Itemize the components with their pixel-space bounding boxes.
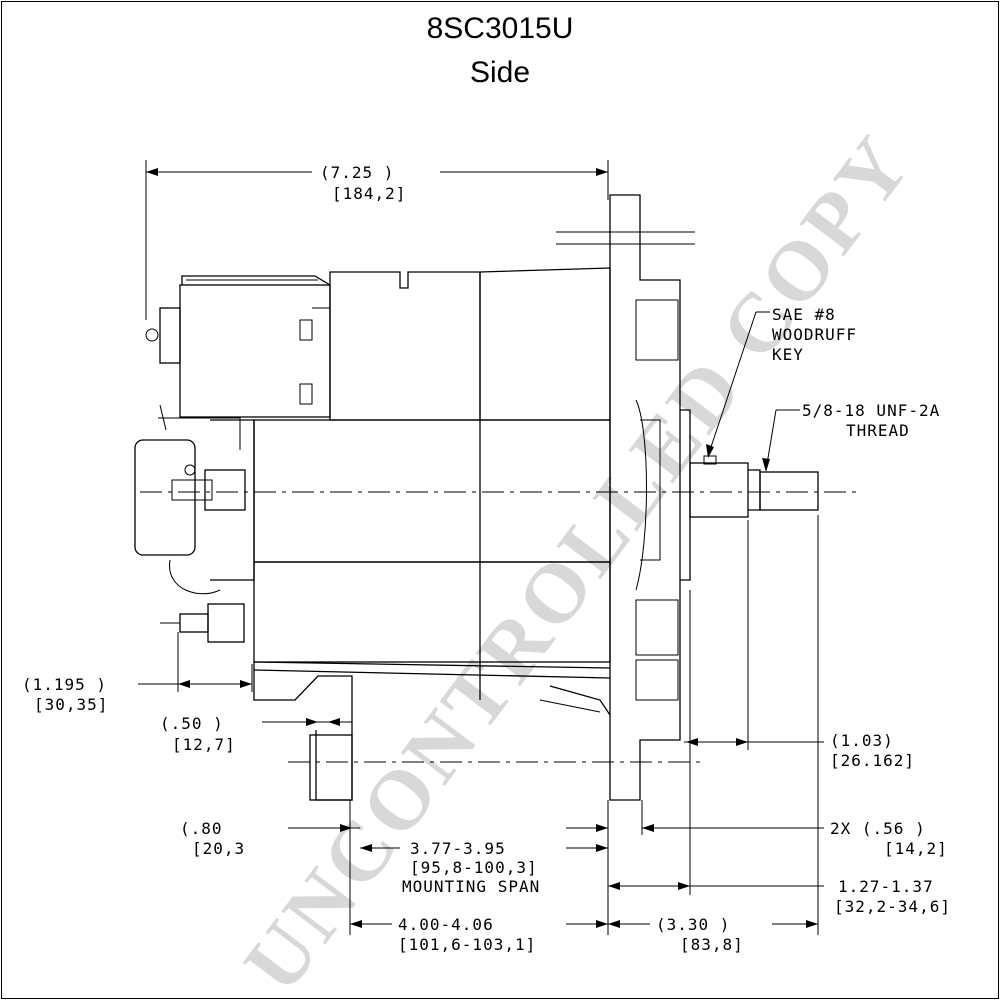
flange-holes-inch: 2X (.56 ) (830, 819, 926, 838)
output-terminal-stud (179, 613, 209, 633)
flange-to-hub-mm: [32,2-34,6] (834, 897, 951, 916)
shaft-to-pulley-mm: [26.162] (830, 751, 915, 770)
woodruff-key-label-3: KEY (772, 345, 804, 364)
mounting-foot (253, 662, 353, 801)
foot-width-mm: [12,7] (172, 735, 236, 754)
terminal-offset-mm: [30,35] (34, 695, 108, 714)
thread-label-1: 5/8-18 UNF-2A (802, 401, 940, 420)
thread-label-2: THREAD (846, 421, 910, 440)
foot-width-inch: (.50 ) (160, 714, 224, 733)
front-flange (609, 194, 681, 801)
shaft-length-mm: [83,8] (680, 935, 744, 954)
shaft-length-inch: (3.30 ) (656, 915, 730, 934)
flange-holes-mm: [14,2] (884, 839, 948, 858)
foot-offset-mm: [20,3 (192, 839, 245, 858)
overall-length-mm: [184,2] (332, 184, 406, 203)
foot-offset-inch: (.80 (180, 819, 223, 838)
output-terminal-nut (207, 603, 245, 643)
stator-upper (329, 271, 481, 421)
shaft-to-pulley-inch: (1.03) (830, 731, 894, 750)
foot-to-flange-mm: [101,6-103,1] (398, 935, 536, 954)
mounting-span-label: MOUNTING SPAN (402, 877, 540, 896)
woodruff-key-label-1: SAE #8 (772, 305, 836, 324)
overall-length-inch: (7.25 ) (320, 163, 394, 182)
watermark-text: UNCONTROLLED COPY (226, 118, 930, 1000)
terminal-offset-inch: (1.195 ) (22, 675, 107, 694)
foot-to-flange-inch: 4.00-4.06 (398, 915, 494, 934)
threaded-shaft-end (759, 471, 819, 511)
alternator-outline (134, 194, 819, 801)
woodruff-key-label-2: WOODRUFF (772, 325, 857, 344)
mounting-span-mm: [95,8-100,3] (410, 858, 538, 877)
flange-to-hub-inch: 1.27-1.37 (838, 877, 934, 896)
view-title: Side (469, 56, 531, 89)
regulator-housing (179, 284, 331, 418)
regulator-terminal (159, 307, 181, 364)
mounting-span-inch: 3.77-3.95 (410, 839, 506, 858)
drive-shaft (689, 462, 749, 518)
dimension-labels: (7.25 ) [184,2] (1.195 ) [30,35] (.50 ) … (22, 163, 951, 954)
dimension-lines (138, 160, 824, 935)
part-number-title: 8SC3015U (426, 12, 574, 45)
rear-connector (134, 439, 196, 556)
rear-stud-nut (204, 469, 246, 511)
